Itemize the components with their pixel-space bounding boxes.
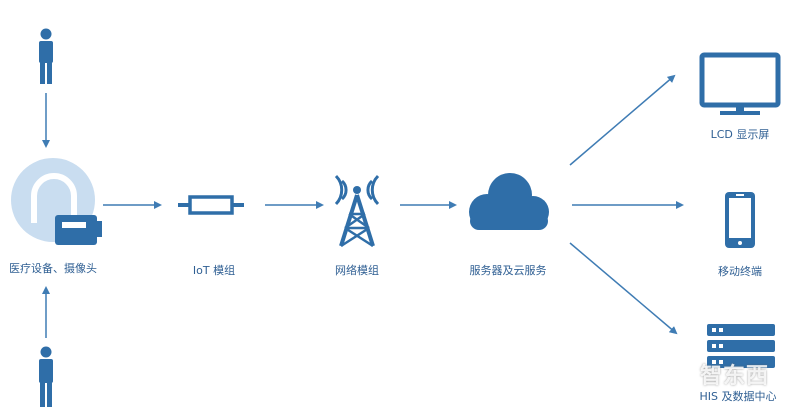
label-iot-module: IoT 模组: [192, 264, 236, 277]
medical-device-camera-icon: [11, 158, 102, 245]
person-top-icon: [39, 28, 53, 84]
lcd-monitor-icon: [699, 52, 781, 115]
watermark-logo: 智东西: [700, 364, 770, 389]
person-bottom-icon: [39, 346, 53, 407]
label-network-module: 网络模组: [335, 264, 379, 277]
cloud-icon: [469, 173, 549, 230]
server-rack-icon: [707, 324, 775, 368]
label-server-cloud: 服务器及云服务: [469, 264, 547, 277]
iot-module-icon: [178, 195, 244, 215]
label-lcd-display: LCD 显示屏: [710, 128, 770, 141]
arrow-server-to-lcd: [569, 74, 676, 166]
label-medical-devices: 医疗设备、摄像头: [9, 262, 97, 275]
label-mobile-terminal: 移动终端: [718, 265, 762, 278]
arrow-server-to-his: [569, 242, 678, 335]
network-tower-icon: [334, 174, 380, 248]
mobile-phone-icon: [725, 192, 755, 248]
label-his-data-center: HIS 及数据中心: [699, 390, 777, 403]
